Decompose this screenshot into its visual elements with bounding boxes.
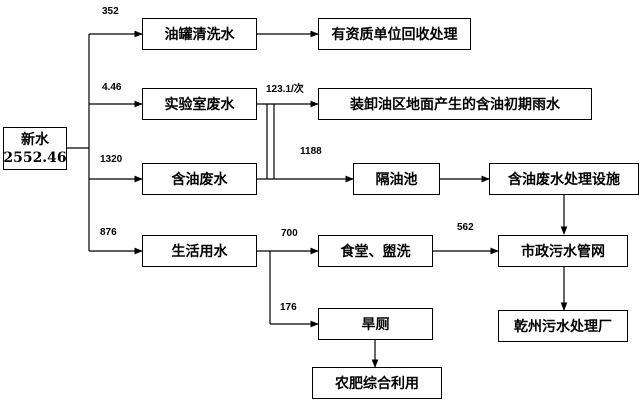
source-value: 2552.46 [3, 149, 67, 166]
oil-separator-box: 隔油池 [353, 163, 440, 195]
flow-toilet: 176 [280, 302, 297, 313]
flow-oily: 1320 [100, 154, 123, 165]
flow-domestic: 876 [100, 227, 117, 238]
domestic-water-box: 生活用水 [142, 235, 257, 267]
tank-cleaning-water-box: 油罐清洗水 [142, 18, 257, 50]
qianzhou-treatment-plant-box: 乾州污水处理厂 [498, 310, 628, 342]
source-label: 新水 [21, 131, 49, 148]
oily-treatment-facility-box: 含油废水处理设施 [489, 163, 639, 195]
municipal-sewer-box: 市政污水管网 [498, 235, 628, 267]
initial-rainwater-box: 装卸油区地面产生的含油初期雨水 [318, 88, 592, 120]
source-new-water-box: 新水 2552.46 [3, 127, 67, 170]
qualified-recycle-box: 有资质单位回收处理 [318, 18, 471, 50]
flow-tank-cleaning: 352 [102, 6, 119, 17]
flow-rainwater: 123.1/次 [266, 84, 304, 95]
fertilizer-use-box: 农肥综合利用 [312, 367, 442, 399]
flow-municipal: 562 [457, 222, 474, 233]
flow-lab: 4.46 [102, 82, 122, 93]
flow-separator: 1188 [300, 146, 322, 157]
canteen-washing-box: 食堂、盥洗 [318, 235, 433, 267]
lab-wastewater-box: 实验室废水 [142, 88, 257, 120]
oily-wastewater-box: 含油废水 [142, 163, 257, 195]
flow-canteen: 700 [281, 228, 298, 239]
dry-toilet-box: 旱厕 [318, 308, 433, 340]
